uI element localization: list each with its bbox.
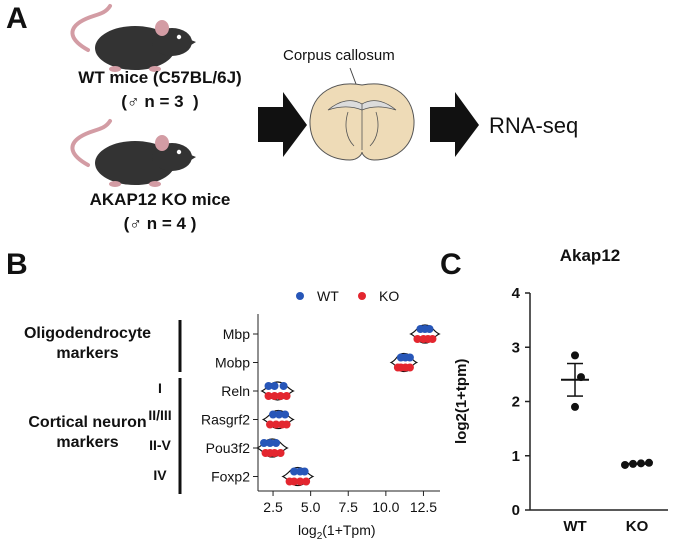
tissue-label: Corpus callosum <box>283 47 395 64</box>
category-label: Mbp <box>223 326 250 342</box>
data-point <box>270 382 279 390</box>
y-tick-label: 3 <box>512 339 520 356</box>
data-point <box>428 335 437 343</box>
wt-mice-label: WT mice (C57BL/6J) <box>78 68 242 87</box>
chart-title: Akap12 <box>559 246 621 265</box>
cortical-group-label: Cortical neuron markers <box>0 413 175 453</box>
category-label: KO <box>626 518 649 535</box>
x-tick-label: 12.5 <box>410 499 437 515</box>
legend-label: KO <box>379 288 399 304</box>
data-point <box>270 392 279 400</box>
data-point <box>269 410 278 419</box>
data-point <box>425 325 434 333</box>
category-label: Reln <box>221 383 250 399</box>
group-label-line: markers <box>56 345 119 362</box>
y-axis-label: log2(1+tpm) <box>453 358 470 444</box>
x-tick-label: 2.5 <box>263 499 283 515</box>
x-tick-label: 7.5 <box>339 499 359 515</box>
data-point <box>290 477 299 486</box>
data-point <box>272 420 281 429</box>
brain-section-icon <box>309 67 415 161</box>
data-point <box>282 392 291 400</box>
data-point <box>279 382 288 390</box>
group-label-line: Cortical neuron <box>28 414 147 431</box>
group-label-line: Oligodendrocyte <box>23 325 152 342</box>
legend-label: WT <box>317 288 339 304</box>
x-axis-label-rest: (1+Tpm) <box>322 522 376 538</box>
data-point <box>300 467 309 476</box>
data-point <box>290 467 299 476</box>
data-point <box>264 392 273 400</box>
data-point <box>266 439 275 447</box>
rna-seq-label: RNA-seq <box>489 113 579 138</box>
legend-marker <box>296 292 304 300</box>
x-tick-label: 5.0 <box>301 499 321 515</box>
y-tick-label: 1 <box>512 448 520 465</box>
data-point <box>302 477 311 486</box>
layer-label: I <box>158 380 162 396</box>
layer-label: II/III <box>148 407 172 423</box>
x-axis-label-subscript: 2 <box>316 530 323 542</box>
data-point <box>629 459 637 468</box>
x-axis-label-base: log <box>298 522 317 538</box>
y-tick-label: 4 <box>512 285 521 302</box>
x-axis-label: log2(1+Tpm) <box>298 522 376 542</box>
data-point <box>266 420 275 429</box>
category-label: Pou3f2 <box>206 440 251 456</box>
data-point <box>276 449 285 457</box>
data-point <box>276 392 285 400</box>
category-label: WT <box>563 518 586 535</box>
data-point <box>571 402 579 411</box>
data-point <box>260 439 269 447</box>
panel-label-c: C <box>440 248 462 281</box>
group-label-line: markers <box>56 434 119 451</box>
data-point <box>413 335 422 343</box>
category-label: Foxp2 <box>211 469 250 485</box>
data-point <box>270 449 279 457</box>
y-tick-label: 0 <box>512 502 520 519</box>
data-point <box>621 460 629 469</box>
category-label: Rasgrf2 <box>201 412 250 428</box>
arrow-icon <box>258 92 307 157</box>
ko-mouse-icon <box>70 119 196 187</box>
wt-mouse-icon <box>70 4 196 72</box>
data-point <box>264 382 273 390</box>
panel-label-b: B <box>6 248 28 281</box>
arrow-icon <box>430 92 479 157</box>
x-tick-label: 10.0 <box>372 499 399 515</box>
data-point <box>272 439 281 447</box>
data-point <box>577 373 585 382</box>
data-point <box>281 410 290 419</box>
data-point <box>405 353 414 362</box>
layer-label: II-V <box>149 437 171 453</box>
oligodendrocyte-group-label: Oligodendrocyte markers <box>0 324 175 364</box>
data-point <box>275 410 284 419</box>
data-point <box>571 351 579 360</box>
data-point <box>645 458 653 467</box>
layer-label: IV <box>153 467 167 483</box>
panel-label-a: A <box>6 2 28 35</box>
data-point <box>637 459 645 468</box>
y-tick-label: 2 <box>512 394 520 411</box>
ko-mice-label: AKAP12 KO mice <box>89 190 231 209</box>
data-point <box>296 477 305 486</box>
ko-mice-n: (♂ n = 4 ) <box>123 214 197 233</box>
category-label: Mobp <box>215 355 250 371</box>
legend-marker <box>358 292 366 300</box>
wt-mice-n: (♂ n = 3 ) <box>121 92 199 111</box>
data-point <box>405 363 414 372</box>
data-point <box>282 420 291 429</box>
